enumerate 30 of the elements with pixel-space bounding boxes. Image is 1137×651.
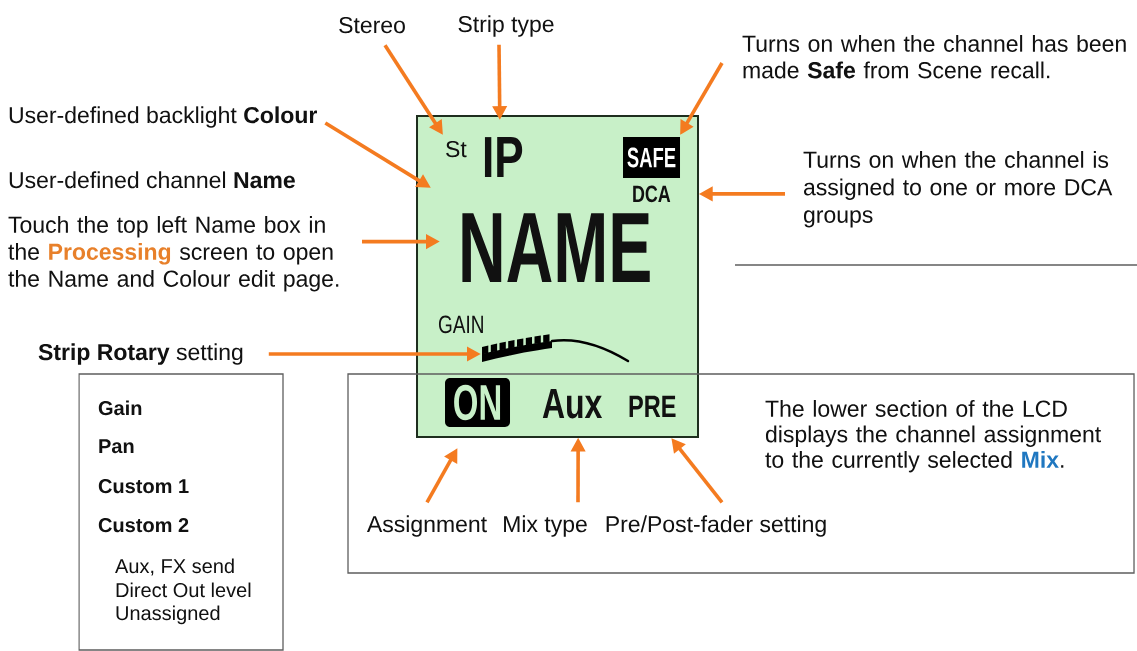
list-item: Pan <box>99 439 134 454</box>
display-label: NAME <box>462 213 650 282</box>
list-item: Direct Out level <box>116 582 251 598</box>
display-label: IP <box>484 137 523 177</box>
callout-text: User-defined backlight Colour <box>9 106 317 128</box>
list-item: Gain <box>98 400 142 416</box>
callout-text: Assignment <box>366 515 487 537</box>
callout-text: Touch the top left Name box in the Processing screen to open the Name and Colour edit page. <box>8 216 339 292</box>
badge: ON <box>445 378 510 427</box>
callout-text: Mix type <box>504 515 587 537</box>
list-item: Custom 2 <box>98 518 189 533</box>
description-text: The lower section of the LCD displays the channel assignment to the currently selected Mix. <box>765 400 1101 473</box>
badge: SAFE <box>623 137 680 178</box>
callout-text: Strip type <box>458 15 554 37</box>
callout-text: Stereo <box>339 16 405 34</box>
list-item: Custom 1 <box>98 479 189 494</box>
display-label: Aux <box>542 389 603 419</box>
display-label: St <box>446 140 467 158</box>
callout-text: Pre/Post-fader setting <box>606 515 826 537</box>
lcd-screen <box>416 115 699 438</box>
display-label: DCA <box>633 185 671 203</box>
display-label: PRE <box>629 395 676 417</box>
list-item: Aux, FX send <box>115 558 234 576</box>
callout-text: User-defined channel Name <box>9 171 295 189</box>
list-item: Unassigned <box>116 605 220 625</box>
callout-text: Strip Rotary setting <box>38 343 243 365</box>
meter-graphic <box>482 334 630 363</box>
callout-text: Turns on when the channel has been made Safe from Scene recall. <box>742 35 1126 79</box>
display-label: GAIN <box>438 315 483 334</box>
callout-text: Turns on when the channel is assigned to one or more DCA groups <box>803 151 1113 228</box>
